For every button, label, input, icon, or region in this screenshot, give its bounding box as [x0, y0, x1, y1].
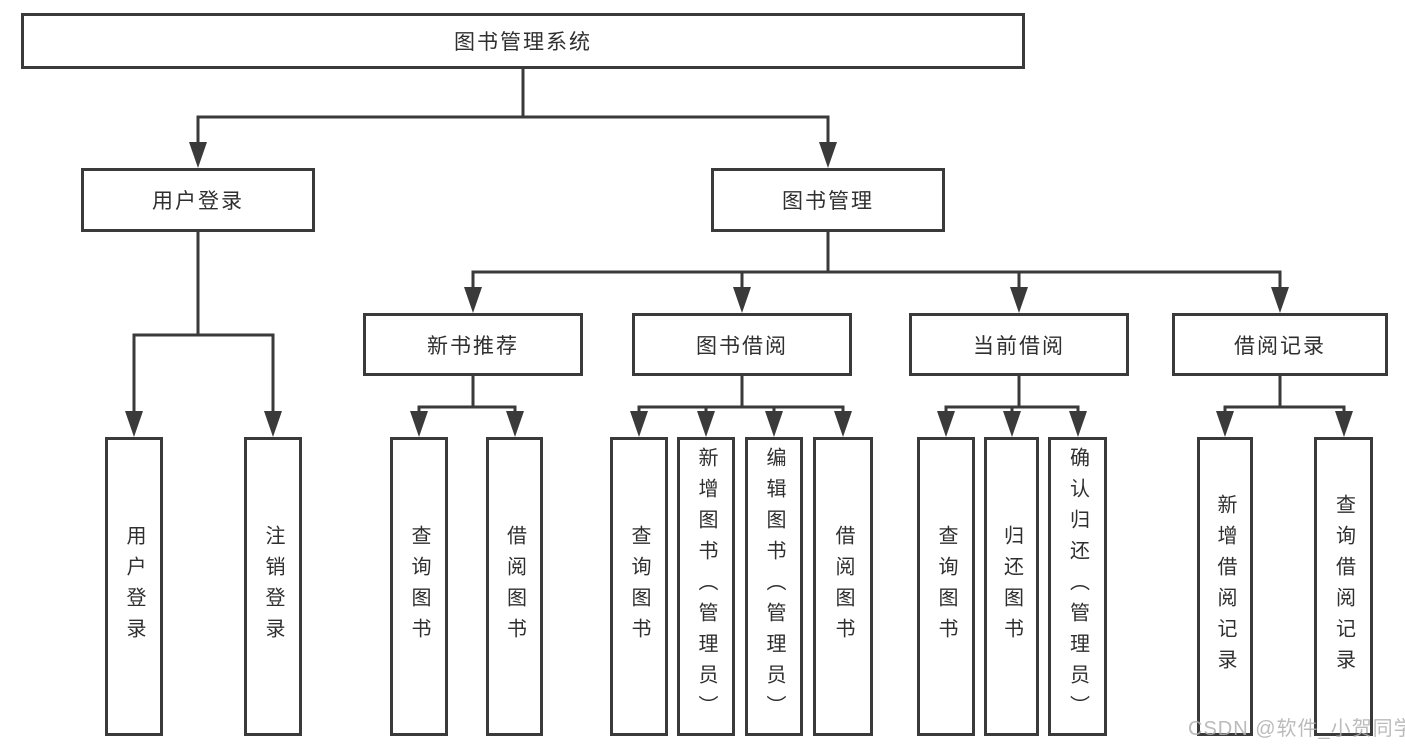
connector-current-borrow-branch: [944, 374, 1080, 417]
leaf-records-query-borrow-record: 查询借阅记录: [1314, 437, 1373, 736]
watermark: CSDN @软件_小贺同学: [1188, 718, 1405, 740]
leaf-borrow-borrow-books: 借阅图书: [813, 437, 873, 736]
arrow-heads: [125, 142, 1353, 437]
connector-user-login-branch: [132, 230, 275, 417]
connector-book-management-branch: [471, 230, 1282, 293]
leaf-current-confirm-return-admin: 确认归还（管理员）: [1048, 437, 1107, 736]
leaf-current-return-books: 归还图书: [984, 437, 1039, 736]
connector-book-borrow-branch: [637, 374, 845, 417]
leaf-logout-login: 注销登录: [244, 437, 302, 736]
node-new-book-recommend: 新书推荐: [363, 313, 583, 376]
connector-new-book-recommend-branch: [417, 374, 517, 417]
leaf-records-add-borrow-record: 新增借阅记录: [1197, 437, 1253, 736]
node-user-login: 用户登录: [81, 168, 315, 232]
connector-borrow-records-branch: [1223, 374, 1346, 417]
leaf-borrow-add-books-admin: 新增图书（管理员）: [677, 437, 735, 736]
leaf-user-login: 用户登录: [105, 437, 163, 736]
node-book-management: 图书管理: [711, 168, 945, 232]
leaf-recommend-borrow-books: 借阅图书: [486, 437, 543, 736]
leaf-current-query-books: 查询图书: [917, 437, 975, 736]
node-current-borrow: 当前借阅: [909, 313, 1129, 376]
leaf-borrow-edit-books-admin: 编辑图书（管理员）: [745, 437, 803, 736]
connector-root-branch: [196, 67, 830, 147]
leaf-recommend-query-books: 查询图书: [390, 437, 448, 736]
node-borrow-records: 借阅记录: [1172, 313, 1388, 376]
node-book-borrow: 图书借阅: [632, 313, 852, 376]
leaf-borrow-query-books: 查询图书: [610, 437, 668, 736]
node-root: 图书管理系统: [21, 13, 1025, 69]
